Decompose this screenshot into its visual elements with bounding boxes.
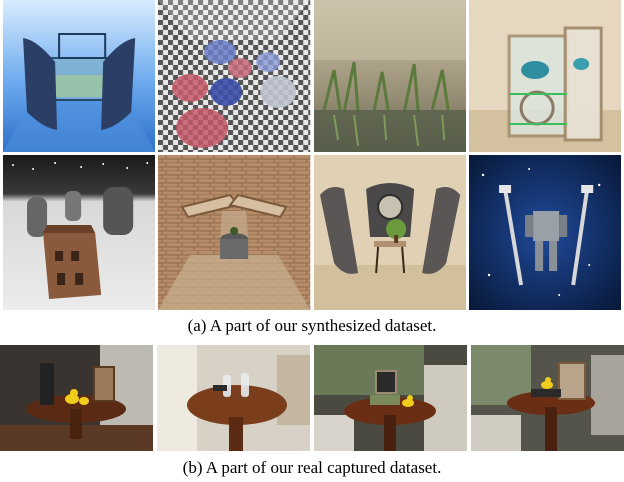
synthesized-image-4 <box>468 0 621 152</box>
synthesized-image-1 <box>3 0 156 152</box>
real-image-3 <box>314 345 467 451</box>
synthesized-dataset-caption: (a) A part of our synthesized dataset. <box>187 316 437 335</box>
synthesized-image-2 <box>158 0 311 152</box>
synthesized-image-7 <box>313 155 466 310</box>
real-image-1 <box>0 345 153 451</box>
real-image-2 <box>157 345 310 451</box>
real-dataset-caption: (b) A part of our real captured dataset. <box>182 458 442 477</box>
real-dataset-grid <box>0 345 624 451</box>
synthesized-dataset-grid <box>3 0 621 310</box>
synthesized-image-8 <box>468 155 621 310</box>
synthesized-image-5 <box>3 155 156 310</box>
real-image-4 <box>471 345 624 451</box>
synthesized-image-6 <box>158 155 311 310</box>
synthesized-image-3 <box>313 0 466 152</box>
